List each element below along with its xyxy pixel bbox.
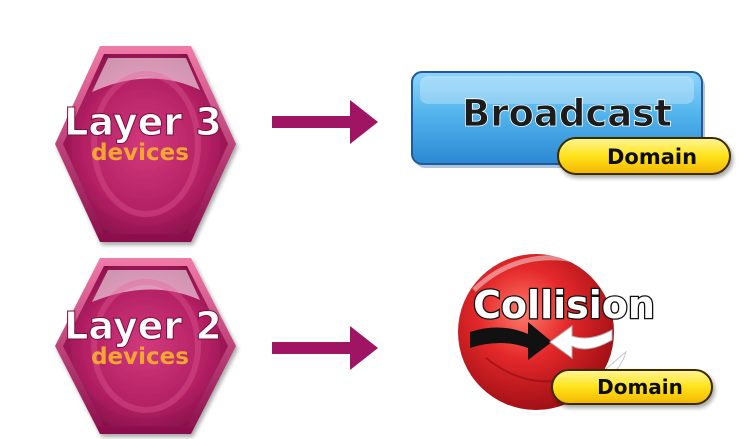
domain-tag-row1: Domain	[557, 137, 731, 175]
badge-title: Layer 2	[64, 304, 222, 348]
arrow-right-icon	[272, 326, 378, 370]
hexagon-gloss	[92, 270, 200, 302]
domain-tag-icon	[557, 137, 731, 175]
domain-tag-row2: Domain	[551, 369, 713, 405]
domain-tag-label: Domain	[597, 375, 683, 399]
badge-title: Layer 3	[64, 100, 222, 144]
broadcast-title: Broadcast	[462, 92, 672, 135]
arrow-white-icon	[549, 325, 613, 359]
hexagon-watermark	[91, 279, 201, 413]
badge-subtitle: devices	[91, 344, 189, 370]
domain-tag-icon	[551, 369, 713, 405]
arrow-right-icon	[272, 100, 378, 144]
collision-title: Collision	[473, 283, 655, 327]
hexagon-watermark	[91, 71, 201, 217]
badge-subtitle: devices	[91, 140, 189, 166]
layer2-badge: Layer 2 devices	[55, 258, 236, 434]
layer3-badge: Layer 3 devices	[55, 46, 236, 242]
arrow-black-icon	[470, 322, 552, 360]
domain-tag-label: Domain	[607, 145, 697, 169]
